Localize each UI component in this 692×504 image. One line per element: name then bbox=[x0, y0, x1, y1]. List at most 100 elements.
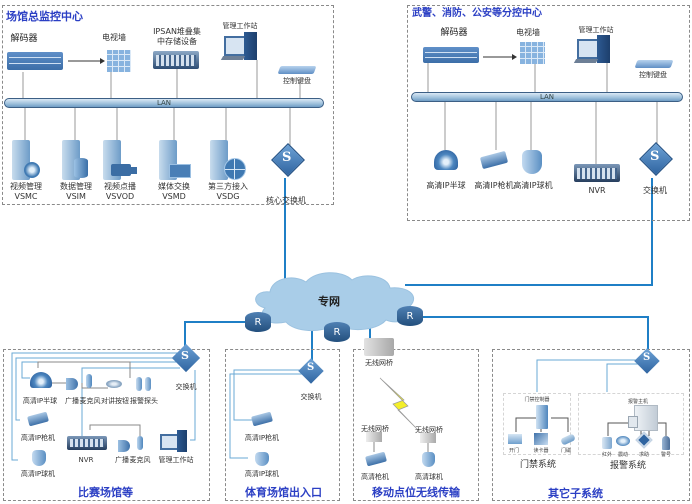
sub-decoder-label: 解码器 bbox=[440, 28, 468, 38]
server-code: VSIM bbox=[66, 192, 86, 201]
server-vsmc-icon bbox=[12, 140, 40, 180]
router-icon-right: R bbox=[397, 306, 423, 326]
venue-av-links bbox=[37, 361, 141, 438]
sub-keyboard-icon bbox=[634, 60, 674, 68]
server-name: 数据管理 bbox=[60, 182, 92, 191]
main-tv-wall-label: 电视墙 bbox=[102, 33, 126, 42]
venue-nvr-label: NVR bbox=[78, 456, 94, 464]
alarm-probe-icon-b bbox=[145, 377, 151, 391]
other-links bbox=[536, 359, 640, 392]
ipsan-label-1: IPSAN堆叠集 bbox=[153, 27, 201, 36]
speaker-icon bbox=[66, 378, 78, 390]
sub-camera-label: 高清IP枪机 bbox=[474, 181, 514, 190]
server-name: 视频点播 bbox=[104, 182, 136, 191]
access-control-box bbox=[503, 393, 571, 455]
alarm-item-label: 红外 bbox=[601, 452, 612, 458]
sub-tv-wall-label: 电视墙 bbox=[516, 28, 540, 37]
venue-nvr-icon bbox=[67, 436, 107, 450]
decoder-icon bbox=[7, 52, 63, 70]
tv-wall-icon bbox=[107, 50, 131, 72]
sub-tv-wall-icon bbox=[520, 42, 545, 64]
venue-intercom-label: 对讲按钮 bbox=[101, 397, 129, 405]
venue-speaker-label: 广播 bbox=[65, 397, 79, 405]
ipsan-label-2: 中存储设备 bbox=[157, 37, 197, 46]
nvr-icon bbox=[574, 164, 620, 182]
zone-venue bbox=[3, 349, 210, 501]
server-vsim-icon bbox=[62, 140, 90, 180]
server-code: VSVOD bbox=[105, 192, 135, 201]
venue-ptz-camera-icon bbox=[32, 450, 46, 466]
access-system-title: 门禁系统 bbox=[519, 460, 556, 470]
other-title: 其它子系统 bbox=[548, 487, 603, 500]
sub-decoder-arrow-head bbox=[512, 54, 517, 60]
entrance-switch-s-glyph: S bbox=[307, 362, 315, 373]
venue-title: 比赛场馆等 bbox=[78, 486, 133, 499]
zone-main-center bbox=[2, 5, 334, 205]
server-name: 媒体交换 bbox=[158, 182, 190, 191]
main-workstation-label: 管理工作站 bbox=[222, 22, 258, 30]
entrance-links bbox=[229, 369, 306, 459]
access-item-label: 读卡器 bbox=[533, 448, 549, 454]
entrance-title: 体育场馆出入口 bbox=[245, 486, 322, 499]
backbone-links bbox=[184, 178, 653, 360]
access-controller-icon bbox=[536, 405, 548, 429]
wireless-bridge-main-icon bbox=[364, 338, 394, 356]
router-icon-middle: R bbox=[324, 322, 350, 342]
sub-keyboard-label: 控制键盘 bbox=[639, 71, 667, 79]
venue-speaker2-icon bbox=[118, 440, 130, 452]
core-switch-label: 核心交换机 bbox=[266, 196, 306, 205]
wireless-bridge-b-label: 无线网桥 bbox=[415, 426, 443, 434]
server-code: VSMD bbox=[162, 192, 186, 201]
alarm-keypad-icon bbox=[628, 416, 638, 428]
main-decoder-label: 解码器 bbox=[10, 34, 38, 44]
ptz-camera-icon bbox=[522, 150, 542, 174]
infrared-detector-icon bbox=[602, 437, 612, 449]
private-network-cloud bbox=[255, 272, 415, 331]
vibration-sensor-icon bbox=[616, 436, 630, 446]
workstation-icon bbox=[220, 32, 262, 64]
access-links bbox=[515, 417, 667, 436]
zone-wireless bbox=[353, 349, 479, 501]
dome-camera-icon bbox=[434, 150, 458, 170]
door-open-icon bbox=[508, 434, 522, 444]
main-lan-label: LAN bbox=[156, 99, 172, 107]
venue-mic2-label: 麦克风 bbox=[129, 456, 151, 464]
server-vsvod-icon bbox=[103, 140, 137, 180]
main-keyboard-label: 控制键盘 bbox=[283, 77, 311, 85]
server-vsdg-icon bbox=[210, 140, 246, 180]
wireless-title: 移动点位无线传输 bbox=[372, 486, 460, 499]
wireless-lightning bbox=[379, 377, 419, 431]
alarm-probe-icon-a bbox=[136, 377, 142, 391]
server-code: VSDG bbox=[216, 192, 240, 201]
server-name: 视频管理 bbox=[10, 182, 42, 191]
server-code: VSMC bbox=[14, 192, 38, 201]
router-icon-left: R bbox=[245, 312, 271, 332]
alarm-item-label: 求助 bbox=[638, 452, 649, 458]
venue-switch-s-glyph: S bbox=[181, 349, 189, 362]
sub-lan-label: LAN bbox=[539, 93, 555, 101]
venue-ptz-label: 高清IP球机 bbox=[20, 470, 56, 478]
alarm-item-label: 震动 bbox=[617, 452, 628, 458]
wireless-bridge-main-label: 无线网桥 bbox=[365, 359, 393, 367]
wireless-bridge-a-icon bbox=[366, 432, 382, 442]
server-name: 第三方接入 bbox=[208, 182, 248, 191]
entrance-ptz-camera-icon bbox=[255, 452, 269, 466]
main-lan-bus: LAN bbox=[4, 98, 324, 108]
venue-dome-camera-icon bbox=[30, 372, 52, 388]
alarm-host-label: 报警主机 bbox=[627, 399, 648, 405]
sub-camera-label: 高清IP球机 bbox=[513, 181, 553, 190]
siren-icon bbox=[662, 436, 670, 450]
venue-mic-label: 麦克风 bbox=[79, 397, 101, 405]
entrance-switch-label: 交换机 bbox=[300, 393, 322, 401]
wireless-bullet-label: 高清枪机 bbox=[361, 473, 389, 481]
sub-workstation-icon bbox=[573, 35, 615, 67]
router-middle-label: R bbox=[333, 327, 341, 338]
sub-nvr-label: NVR bbox=[588, 186, 606, 195]
wireless-bridge-a-label: 无线网桥 bbox=[361, 425, 389, 433]
server-vsmd-icon bbox=[159, 140, 191, 180]
access-controller-label: 门禁控制器 bbox=[524, 397, 550, 403]
sub-workstation-label: 管理工作站 bbox=[578, 26, 614, 34]
router-right-label: R bbox=[406, 311, 414, 322]
alarm-system-box bbox=[578, 393, 684, 455]
